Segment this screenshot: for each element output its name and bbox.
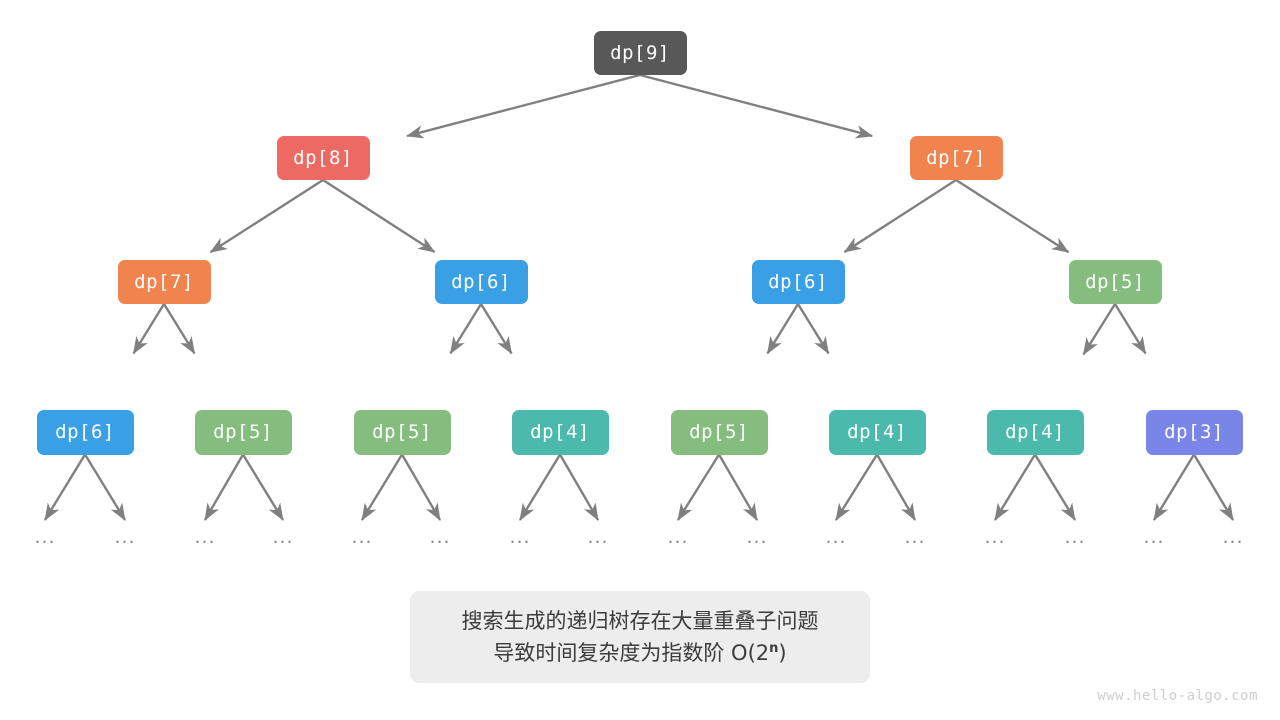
tree-node-label: dp[5] (213, 421, 273, 443)
edge-n2-n6 (955, 178, 1070, 254)
tree-node-label: dp[8] (293, 147, 353, 169)
caption-line-2-suffix: ) (778, 641, 787, 665)
tree-node-n10: dp[4] (511, 409, 609, 455)
leaf-edge-0 (43, 453, 87, 521)
tree-node-label: dp[7] (134, 271, 194, 293)
edge-n6-n13 (1082, 303, 1117, 356)
tree-node-label: dp[6] (451, 271, 511, 293)
caption-line-2: 导致时间复杂度为指数阶 O(2n) (493, 637, 786, 669)
ellipsis-marker-5: ... (429, 526, 451, 548)
ellipsis-marker-1: ... (114, 526, 136, 548)
leaf-edge-5 (400, 453, 442, 521)
tree-node-label: dp[5] (372, 421, 432, 443)
caption-exponent: n (769, 641, 779, 656)
tree-node-n2: dp[7] (909, 136, 1003, 180)
tree-node-n12: dp[4] (828, 409, 926, 455)
ellipsis-marker-13: ... (1064, 526, 1086, 548)
caption-box: 搜索生成的递归树存在大量重叠子问题 导致时间复杂度为指数阶 O(2n) (410, 591, 870, 683)
tree-node-label: dp[5] (1085, 271, 1145, 293)
leaf-edge-9 (717, 453, 759, 521)
ellipsis-marker-12: ... (984, 526, 1006, 548)
ellipsis-marker-2: ... (194, 526, 216, 548)
leaf-edge-8 (676, 453, 721, 521)
ellipsis-marker-3: ... (272, 526, 294, 548)
tree-node-label: dp[4] (1005, 421, 1065, 443)
leaf-edge-3 (241, 453, 285, 521)
ellipsis-marker-15: ... (1222, 526, 1244, 548)
tree-node-label: dp[7] (926, 147, 986, 169)
tree-node-n0: dp[9] (593, 31, 687, 75)
caption-line-2-prefix: 导致时间复杂度为指数阶 O(2 (493, 641, 770, 665)
leaf-edge-6 (518, 453, 562, 521)
watermark: www.hello-algo.com (1097, 688, 1258, 704)
edge-n0-n1 (406, 73, 641, 139)
edge-n5-n12 (796, 303, 830, 355)
edge-n2-n5 (843, 178, 957, 253)
tree-node-n1: dp[8] (276, 136, 370, 180)
tree-node-label: dp[6] (55, 421, 115, 443)
ellipsis-marker-10: ... (825, 526, 847, 548)
ellipsis-marker-11: ... (904, 526, 926, 548)
edge-n1-n3 (209, 178, 324, 254)
tree-node-n4: dp[6] (434, 260, 528, 304)
ellipsis-marker-6: ... (509, 526, 531, 548)
leaf-edge-4 (360, 453, 404, 521)
ellipsis-marker-8: ... (667, 526, 689, 548)
leaf-edge-14 (1152, 453, 1196, 521)
edge-n0-n2 (639, 73, 874, 139)
edge-n6-n14 (1113, 303, 1147, 355)
tree-node-n5: dp[6] (751, 260, 845, 304)
edge-n4-n10 (479, 303, 513, 355)
tree-node-n11: dp[5] (670, 409, 768, 455)
leaf-edge-2 (203, 453, 245, 521)
tree-node-label: dp[5] (689, 421, 749, 443)
edge-n5-n11 (766, 303, 800, 355)
tree-node-n8: dp[5] (194, 409, 292, 455)
leaf-edge-10 (834, 453, 879, 521)
tree-node-label: dp[4] (530, 421, 590, 443)
tree-node-n14: dp[3] (1145, 409, 1243, 455)
tree-node-n13: dp[4] (986, 409, 1084, 455)
ellipsis-marker-4: ... (351, 526, 373, 548)
leaf-edge-1 (83, 453, 127, 521)
tree-node-n6: dp[5] (1068, 260, 1162, 304)
ellipsis-marker-14: ... (1143, 526, 1165, 548)
leaf-edge-15 (1192, 453, 1235, 521)
caption-line-1: 搜索生成的递归树存在大量重叠子问题 (461, 609, 819, 633)
edge-n4-n9 (449, 303, 483, 355)
edge-n3-n8 (162, 303, 196, 355)
tree-node-label: dp[3] (1164, 421, 1224, 443)
leaf-edge-11 (875, 453, 917, 521)
ellipsis-marker-9: ... (746, 526, 768, 548)
tree-node-n7: dp[6] (36, 409, 134, 455)
ellipsis-marker-0: ... (34, 526, 56, 548)
edge-n1-n4 (322, 178, 436, 253)
leaf-edge-13 (1033, 453, 1077, 521)
ellipsis-marker-7: ... (587, 526, 609, 548)
tree-node-label: dp[4] (847, 421, 907, 443)
tree-node-label: dp[6] (768, 271, 828, 293)
leaf-edge-12 (993, 453, 1037, 521)
tree-node-n3: dp[7] (117, 260, 211, 304)
edge-n3-n7 (132, 303, 166, 355)
leaf-edge-7 (558, 453, 600, 521)
tree-node-label: dp[9] (610, 42, 670, 64)
tree-node-n9: dp[5] (353, 409, 451, 455)
